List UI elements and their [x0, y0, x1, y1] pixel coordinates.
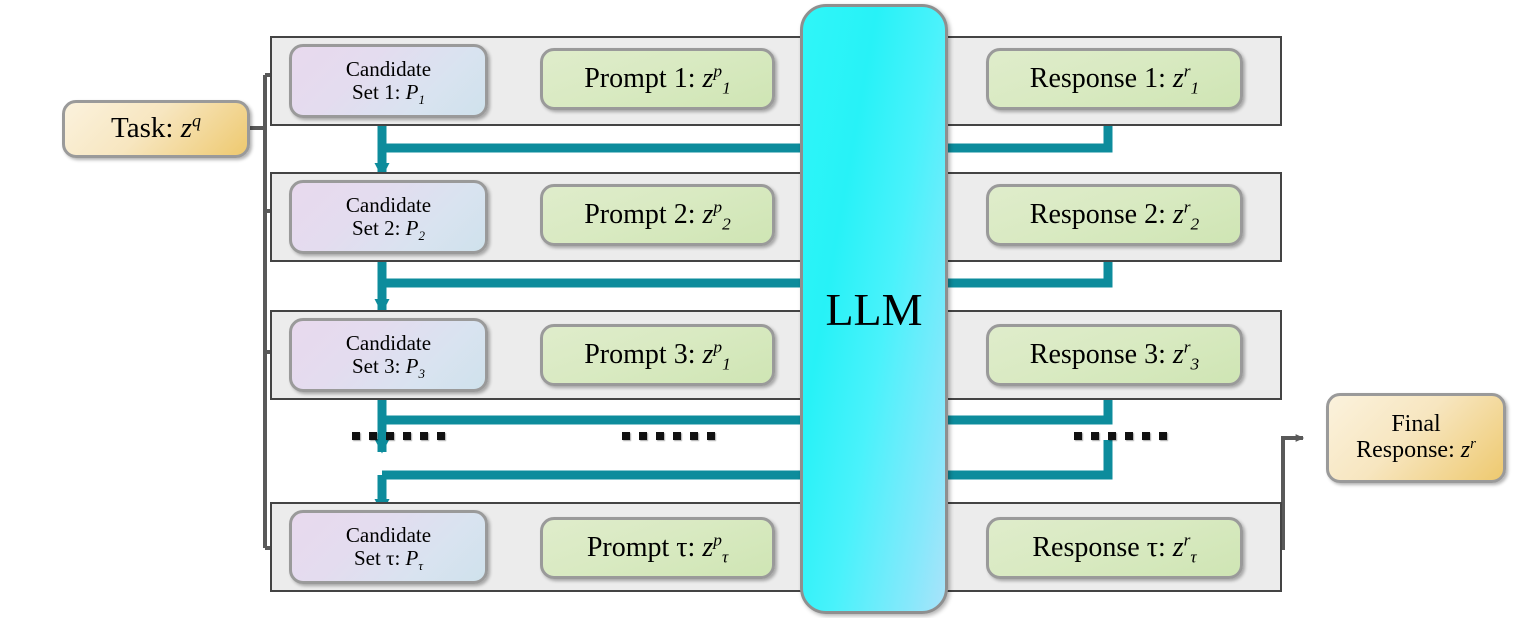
response-box-2[interactable]: Response 2: zr2	[986, 184, 1243, 246]
candidate-set-box-2[interactable]: Candidate Set 2: P2	[289, 180, 488, 254]
ellipsis-dot	[1074, 432, 1082, 440]
ellipsis-candidate-column	[352, 432, 445, 440]
response-box-1[interactable]: Response 1: zr1	[986, 48, 1243, 110]
response-box-3[interactable]: Response 3: zr3	[986, 324, 1243, 386]
ellipsis-dot	[386, 432, 394, 440]
candidate-set-box-tau[interactable]: Candidate Set τ: Pτ	[289, 510, 488, 584]
response-label-1: Response 1: zr1	[1029, 61, 1200, 98]
task-distribution-bus	[250, 75, 267, 548]
ellipsis-prompt-column	[622, 432, 715, 440]
final-response-box[interactable]: Final Response: zr	[1326, 393, 1506, 483]
prompt-box-3[interactable]: Prompt 3: zp1	[540, 324, 775, 386]
prompt-box-2[interactable]: Prompt 2: zp2	[540, 184, 775, 246]
response-label-tau: Response τ: zrτ	[1032, 530, 1197, 567]
llm-label: LLM	[825, 283, 923, 335]
response-box-tau[interactable]: Response τ: zrτ	[986, 517, 1243, 579]
ellipsis-dot	[352, 432, 360, 440]
candidate-set-label-tau: Candidate Set τ: Pτ	[345, 523, 432, 574]
ellipsis-dot	[420, 432, 428, 440]
task-box[interactable]: Task: zq	[62, 100, 250, 158]
ellipsis-dot	[690, 432, 698, 440]
ellipsis-dot	[1159, 432, 1167, 440]
ellipsis-dot	[369, 432, 377, 440]
response-label-2: Response 2: zr2	[1029, 197, 1200, 234]
prompt-label-tau: Prompt τ: zpτ	[586, 530, 729, 567]
ellipsis-response-column	[1074, 432, 1167, 440]
task-label: Task: zq	[111, 110, 201, 145]
ellipsis-dot	[673, 432, 681, 440]
ellipsis-dot	[1125, 432, 1133, 440]
ellipsis-dot	[1108, 432, 1116, 440]
ellipsis-dot	[707, 432, 715, 440]
prompt-label-3: Prompt 3: zp1	[584, 337, 731, 374]
ellipsis-dot	[1142, 432, 1150, 440]
final-response-label: Final Response: zr	[1356, 411, 1476, 463]
ellipsis-dot	[403, 432, 411, 440]
candidate-set-label-2: Candidate Set 2: P2	[345, 193, 432, 244]
ellipsis-dot	[639, 432, 647, 440]
prompt-label-1: Prompt 1: zp1	[584, 61, 731, 98]
ellipsis-dot	[622, 432, 630, 440]
ellipsis-dot	[656, 432, 664, 440]
candidate-set-box-3[interactable]: Candidate Set 3: P3	[289, 318, 488, 392]
llm-box[interactable]: LLM	[800, 4, 948, 614]
candidate-set-label-1: Candidate Set 1: P1	[345, 57, 432, 108]
ellipsis-dot	[437, 432, 445, 440]
ellipsis-dot	[1091, 432, 1099, 440]
prompt-box-1[interactable]: Prompt 1: zp1	[540, 48, 775, 110]
response-label-3: Response 3: zr3	[1029, 337, 1200, 374]
candidate-set-box-1[interactable]: Candidate Set 1: P1	[289, 44, 488, 118]
prompt-label-2: Prompt 2: zp2	[584, 197, 731, 234]
candidate-set-label-3: Candidate Set 3: P3	[345, 331, 432, 382]
prompt-box-tau[interactable]: Prompt τ: zpτ	[540, 517, 775, 579]
